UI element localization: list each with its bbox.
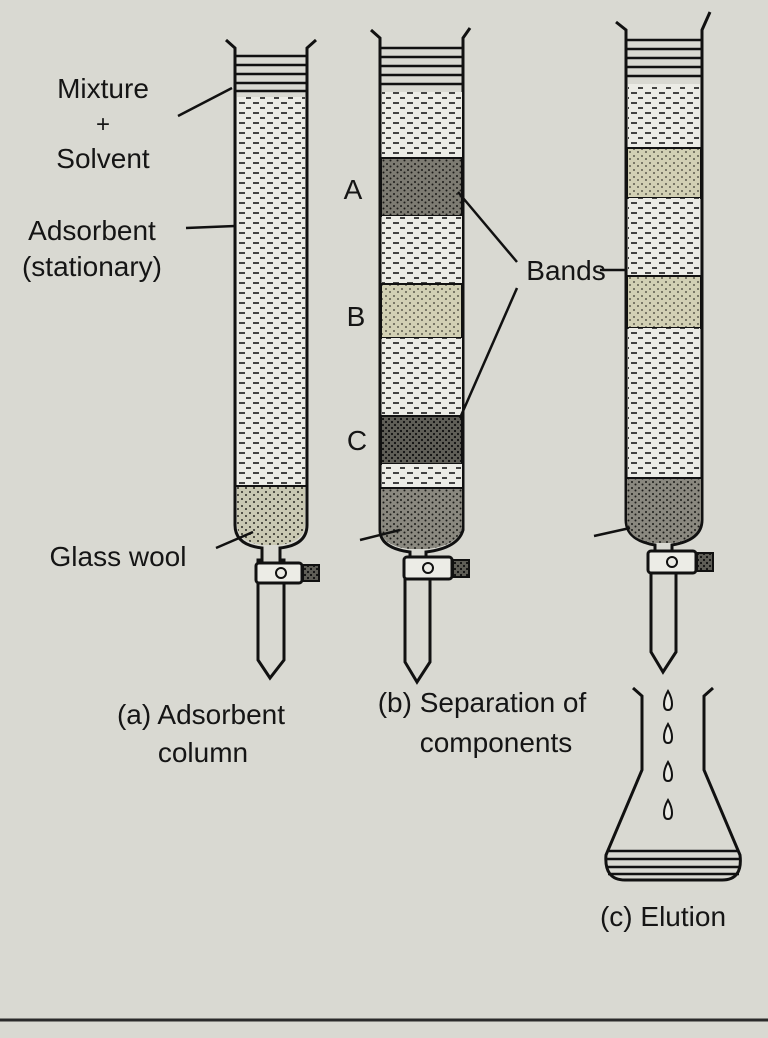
drop — [662, 797, 674, 821]
leader-lines — [177, 86, 631, 550]
adsorbent-b-mid2 — [382, 338, 462, 416]
drop — [662, 759, 674, 783]
solvent-layer-a — [236, 54, 306, 93]
label-stationary: (stationary) — [22, 251, 162, 282]
conical-flask — [604, 686, 742, 882]
drop — [662, 721, 674, 745]
caption-c-line1: (c) Elution — [600, 901, 726, 932]
adsorbent-b-mid1 — [382, 216, 462, 284]
glass-wool-c — [627, 478, 701, 543]
band-c-1 — [626, 147, 702, 199]
adsorbent-c-mid2 — [628, 328, 700, 478]
label-glass-wool: Glass wool — [50, 541, 187, 572]
label-adsorbent: Adsorbent — [28, 215, 156, 246]
label-band-a: A — [344, 174, 363, 205]
stopcock-a — [254, 561, 320, 585]
solvent-layer-b — [381, 46, 462, 86]
stopcock-c — [646, 549, 714, 575]
solvent-layer-c — [627, 38, 701, 78]
column-c — [615, 11, 714, 675]
stopcock-b — [402, 555, 470, 581]
label-bands: Bands — [526, 255, 605, 286]
caption-a-line1: (a) Adsorbent — [117, 699, 285, 730]
eluent-drops — [662, 688, 674, 821]
adsorbent-a — [237, 97, 305, 485]
adsorbent-b-bottom — [382, 464, 462, 488]
column-b — [370, 27, 472, 685]
band-c — [380, 415, 463, 465]
caption-b-line1: (b) Separation of — [378, 687, 587, 718]
adsorbent-c-top — [628, 84, 700, 148]
adsorbent-c-mid1 — [628, 198, 700, 276]
label-mixture: Mixture — [57, 73, 149, 104]
band-a — [380, 157, 463, 217]
drop — [662, 688, 674, 712]
adsorbent-b-top — [382, 92, 462, 158]
column-a — [225, 38, 320, 681]
caption-a-line2: column — [158, 737, 248, 768]
label-plus: + — [96, 111, 110, 138]
band-c-2 — [626, 275, 702, 329]
band-b — [380, 283, 463, 339]
glass-wool-a — [237, 486, 305, 545]
label-solvent: Solvent — [56, 143, 150, 174]
label-band-b: B — [347, 301, 366, 332]
label-band-c: C — [347, 425, 367, 456]
caption-b-line2: components — [420, 727, 573, 758]
glass-wool-b — [381, 488, 462, 549]
